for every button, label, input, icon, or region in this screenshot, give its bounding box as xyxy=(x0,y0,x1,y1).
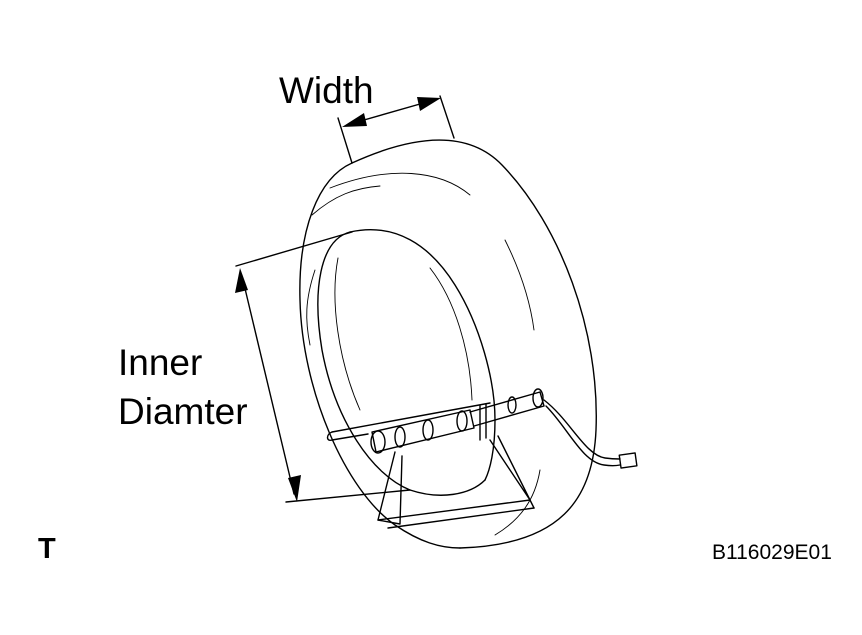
valve-stem-ring xyxy=(507,396,517,414)
width-extension-line-right xyxy=(439,95,455,139)
lead-wire-2 xyxy=(545,405,621,467)
tire-side-curve xyxy=(504,239,535,331)
inner-diameter-dimension xyxy=(235,231,411,503)
sensor-band-1 xyxy=(394,426,406,448)
band-clip xyxy=(479,403,487,441)
sensor-assembly xyxy=(326,388,638,529)
corner-mark: T xyxy=(38,533,56,565)
diameter-extension-bottom xyxy=(285,489,411,503)
inner-diameter-label-line1: Inner xyxy=(118,342,203,383)
wire-stand-right xyxy=(489,435,535,509)
mounting-band-top xyxy=(331,402,491,441)
tire-body xyxy=(299,139,597,549)
wire-stand-left xyxy=(377,451,403,525)
inner-rim-back xyxy=(349,228,496,481)
lead-wire xyxy=(543,399,621,460)
sensor-band-2 xyxy=(422,419,434,441)
inner-rim-lip-2 xyxy=(429,267,473,401)
width-dimension xyxy=(337,95,455,164)
diameter-arrowhead-top xyxy=(235,268,248,293)
valve-stem-cap xyxy=(532,388,544,408)
inner-rim-front xyxy=(317,231,486,496)
diameter-arrow-shaft xyxy=(241,275,295,495)
wire-stand-bottom xyxy=(377,499,535,529)
inner-rim-lip xyxy=(334,257,361,411)
width-extension-line-left xyxy=(337,117,353,164)
sensor-body xyxy=(371,409,475,453)
diameter-arrowhead-bottom xyxy=(288,475,301,502)
diameter-extension-top xyxy=(235,231,353,267)
width-arrowhead-left xyxy=(342,113,367,127)
connector-icon xyxy=(618,452,638,469)
inner-rim-lip-3 xyxy=(306,269,316,346)
mounting-band-left-end xyxy=(326,431,333,442)
inner-diameter-label-line2: Diamter xyxy=(118,391,248,432)
tire-inner-rim xyxy=(306,228,496,496)
tire-outer-back xyxy=(351,139,597,549)
valve-stem xyxy=(469,391,545,427)
tire-outer-front xyxy=(299,162,461,549)
sensor-band-3 xyxy=(456,410,468,432)
width-arrowhead-right xyxy=(417,97,441,111)
tire-side-curve-2 xyxy=(494,469,541,536)
tire-shoulder-line xyxy=(329,172,471,196)
width-label: Width xyxy=(279,70,374,111)
sensor-end-cap-left xyxy=(370,430,386,454)
reference-code: B116029E01 xyxy=(712,541,832,564)
tire-shoulder-line-2 xyxy=(311,185,381,216)
